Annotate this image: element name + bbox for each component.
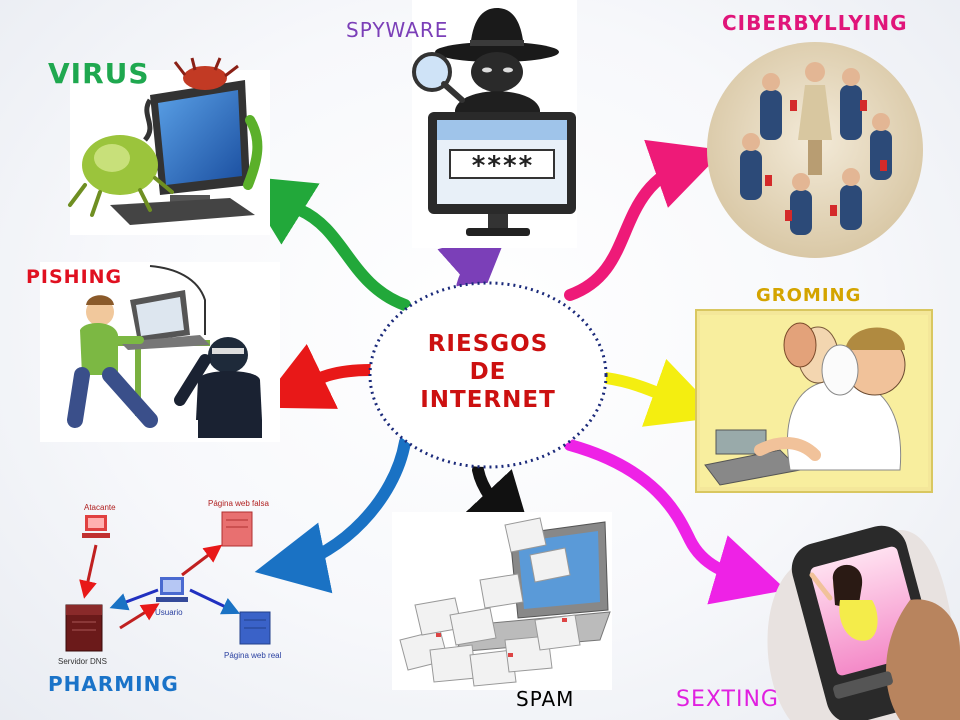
pharming-user-label: Usuario: [155, 608, 183, 617]
sexting-illustration: [767, 525, 960, 720]
topic-label-groming: GROMING: [756, 285, 862, 306]
pharming-real-site-label: Página web real: [224, 651, 282, 660]
center-title-line3: INTERNET: [420, 387, 556, 413]
arrow-to-pharming: [254, 436, 411, 594]
topic-label-pishing: PISHING: [26, 266, 123, 288]
pharming-dns-label: Servidor DNS: [58, 657, 107, 666]
center-title-line1: RIESGOS: [427, 331, 549, 357]
spyware-password: ****: [471, 151, 534, 181]
arrow-to-pishing: [257, 343, 376, 409]
center-title: RIESGOS DE INTERNET: [388, 330, 588, 414]
center-title-line2: DE: [469, 359, 507, 385]
topic-label-ciberbullying: CIBERBYLLYING: [722, 11, 908, 35]
pishing-illustration: [40, 262, 280, 442]
pharming-attacker-label: Atacante: [84, 503, 116, 512]
topic-label-virus: VIRUS: [48, 57, 150, 90]
arrow-to-spyware: [437, 230, 509, 299]
virus-illustration: [68, 57, 270, 235]
spyware-illustration: [412, 0, 577, 248]
pharming-fake-site-label: Página web falsa: [208, 499, 269, 508]
arrow-to-sexting: [564, 439, 787, 605]
groming-illustration: [695, 309, 933, 493]
arrow-to-ciberbullying: [564, 139, 724, 301]
topic-label-sexting: SEXTING: [676, 687, 779, 712]
arrow-to-groming: [600, 358, 722, 427]
topic-label-spyware: SPYWARE: [346, 18, 449, 42]
pharming-diagram: [65, 511, 271, 652]
topic-label-pharming: PHARMING: [48, 672, 179, 696]
arrow-to-virus: [239, 175, 411, 311]
spam-illustration: [392, 512, 612, 690]
center-node: [368, 281, 608, 469]
topic-label-spam: SPAM: [516, 687, 575, 711]
ciberbullying-illustration: [707, 42, 923, 258]
